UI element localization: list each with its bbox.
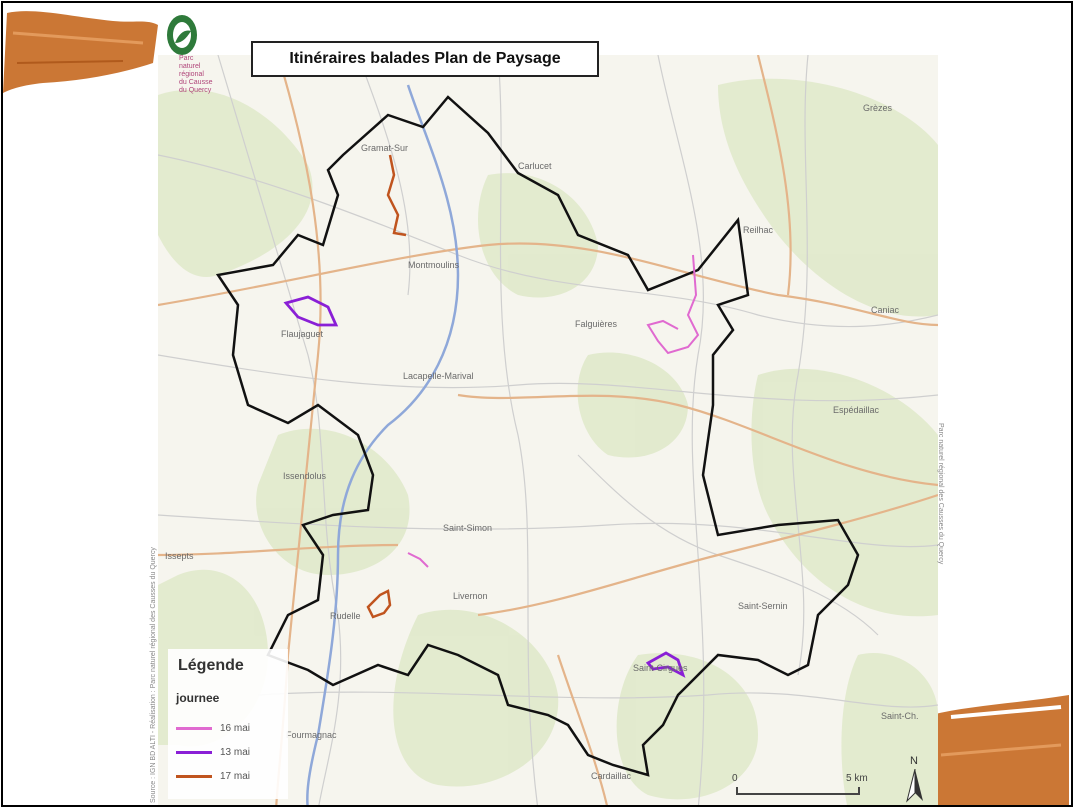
place-label: Issepts <box>165 551 194 561</box>
legend-label: 16 mai <box>220 722 251 734</box>
place-label: Issendolus <box>283 471 327 481</box>
place-label: Livernon <box>453 591 488 601</box>
place-label: Montmoulins <box>408 260 460 270</box>
place-label: Falguières <box>575 319 618 329</box>
map-legend: Légende journee 16 mai 13 mai 17 mai <box>168 649 288 799</box>
place-label: Caniac <box>871 305 900 315</box>
north-arrow-icon <box>906 769 923 803</box>
legend-label: 17 mai <box>220 770 251 782</box>
route-13-mai-south <box>645 651 686 678</box>
study-area-boundary <box>215 95 860 777</box>
park-logo-icon <box>167 15 197 55</box>
place-label: Cardaillac <box>591 771 632 781</box>
park-logo: Parc naturel régional du Causse du Querc… <box>163 11 243 111</box>
legend-swatch-orange <box>176 774 212 778</box>
route-17-mai-south <box>366 589 392 619</box>
forest-areas <box>158 78 938 805</box>
park-logo-line: régional <box>179 71 204 78</box>
park-logo-line: du Causse <box>179 79 213 86</box>
park-logo-line: Parc <box>179 55 194 62</box>
legend-swatch-pink <box>176 726 212 730</box>
scale-bar: 0 5 km <box>728 771 868 805</box>
place-label: Reilhac <box>743 225 774 235</box>
place-label: Rudelle <box>330 611 361 621</box>
scale-line <box>736 793 860 795</box>
park-logo-line: du Quercy <box>179 87 212 94</box>
park-logo-line: naturel <box>179 63 201 70</box>
place-label: Saint-Sernin <box>738 601 788 611</box>
north-label: N <box>910 755 918 767</box>
route-17-mai-north <box>386 154 407 237</box>
place-label: Saint-Simon <box>443 523 493 533</box>
route-13-mai-west <box>283 295 339 327</box>
brush-stroke-top-left <box>3 11 158 93</box>
place-label: Saint-Ch. <box>881 711 919 721</box>
place-label: Saint-Cirgues <box>633 663 688 673</box>
map-credit-right: Parc naturel régional des Causses du Que… <box>937 423 944 565</box>
route-16-mai-south <box>407 552 429 568</box>
minor-roads <box>158 55 938 805</box>
north-arrow: N <box>903 755 927 805</box>
legend-swatch-purple <box>176 750 212 754</box>
legend-item-16-mai: 16 mai <box>176 721 250 735</box>
park-logo-text: Parc naturel régional du Causse du Querc… <box>179 55 239 95</box>
map-canvas[interactable] <box>158 55 938 805</box>
place-label: Espédaillac <box>833 405 880 415</box>
route-16-mai-east <box>646 254 700 355</box>
place-label: Fourmagnac <box>286 730 337 740</box>
scale-start-label: 0 <box>732 773 738 784</box>
legend-title: Légende <box>178 657 244 674</box>
legend-subtitle: journee <box>176 691 220 705</box>
place-label: Gramat-Sur <box>361 143 409 153</box>
map-title: Itinéraires balades Plan de Paysage <box>289 50 561 67</box>
legend-item-13-mai: 13 mai <box>176 745 250 759</box>
brush-stroke-bottom-right <box>921 695 1069 805</box>
scale-end-label: 5 km <box>846 773 868 784</box>
major-roads <box>158 55 938 805</box>
legend-item-17-mai: 17 mai <box>176 769 250 783</box>
scale-tick <box>736 787 738 795</box>
legend-label: 13 mai <box>220 746 251 758</box>
map-title-box: Itinéraires balades Plan de Paysage <box>251 41 599 77</box>
scale-tick <box>858 787 860 795</box>
map-credit-left: Source : IGN BD ALTI - Réalisation : Par… <box>150 547 157 803</box>
place-label: Lacapelle-Marival <box>403 371 474 381</box>
place-label: Flaujaguet <box>281 329 324 339</box>
river <box>306 84 460 805</box>
place-label: Grèzes <box>863 103 893 113</box>
place-label: Carlucet <box>518 161 552 171</box>
